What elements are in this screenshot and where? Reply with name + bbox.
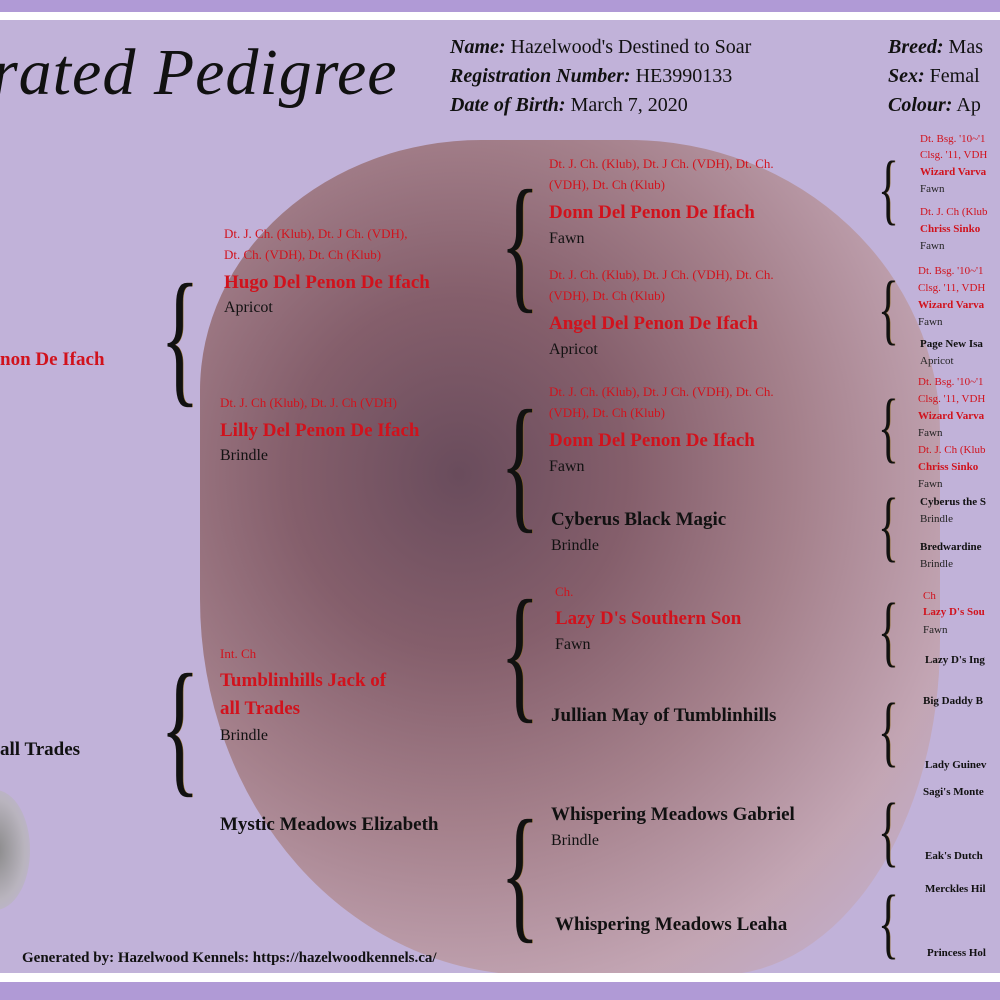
dog-titles: Dt. Ch. (VDH), Dt. Ch (Klub) [224, 247, 382, 262]
dog-name: Lazy D's Ing [925, 654, 985, 666]
dog-colour: Fawn [918, 316, 943, 328]
dog-colour: Fawn [555, 636, 591, 653]
brace-icon: { [878, 482, 899, 569]
dog-name: Cyberus the S [920, 496, 987, 508]
dog-name: Merckles Hil [925, 883, 986, 895]
registration-field: Registration Number: HE3990133 [450, 65, 733, 87]
bottom-band [0, 982, 1000, 1000]
brace-icon: { [500, 570, 540, 736]
dog-name: Wizard Varva [918, 299, 985, 311]
brace-icon: { [500, 380, 540, 546]
dog-name: Chriss Sinko [920, 223, 981, 235]
dog-name: Page New Isa [920, 338, 983, 350]
brace-icon: { [500, 790, 540, 956]
dog-titles: (VDH), Dt. Ch (Klub) [549, 288, 665, 303]
colour-field: Colour: Ap [888, 94, 981, 116]
dog-titles: Dt. J. Ch. (Klub), Dt. J Ch. (VDH), Dt. … [549, 156, 774, 171]
dog-colour: Brindle [920, 558, 953, 570]
dog-titles: Int. Ch [220, 646, 257, 661]
sire-name: non De Ifach [0, 349, 105, 370]
brace-icon: { [878, 587, 899, 674]
dog-name: Wizard Varva [918, 410, 985, 422]
dog-name: Princess Hol [927, 947, 986, 959]
dog-colour: Brindle [920, 513, 953, 525]
dog-name: Cyberus Black Magic [551, 509, 727, 530]
dog-colour: Fawn [549, 230, 585, 247]
dog-titles: Dt. J. Ch (Klub [920, 206, 988, 218]
top-band [0, 0, 1000, 12]
dog-name: all Trades [220, 698, 301, 719]
dog-titles: Dt. J. Ch. (Klub), Dt. J Ch. (VDH), [224, 226, 408, 241]
dog-colour: Brindle [551, 537, 599, 554]
dog-colour: Apricot [920, 355, 954, 367]
dog-colour: Fawn [918, 427, 943, 439]
dog-name: Whispering Meadows Leaha [555, 914, 788, 935]
page-title: rated Pedigree [0, 36, 398, 109]
brace-icon: { [500, 160, 540, 326]
dog-titles: Dt. Bsg. '10~'1 [918, 376, 984, 388]
dog-name: Eak's Dutch [925, 850, 983, 862]
brace-icon: { [878, 383, 899, 470]
dog-titles: Clsg. '11, VDH [918, 393, 986, 405]
dog-titles: Dt. J. Ch (Klub), Dt. J. Ch (VDH) [220, 395, 397, 410]
dog-name: Angel Del Penon De Ifach [549, 313, 758, 334]
dog-colour: Fawn [920, 240, 945, 252]
brace-icon: { [160, 254, 200, 420]
dog-name: Lilly Del Penon De Ifach [220, 420, 420, 441]
dog-name: Lazy D's Southern Son [555, 608, 742, 629]
dog-titles: Clsg. '11, VDH [918, 282, 986, 294]
brace-icon: { [878, 145, 899, 232]
dog-name: Donn Del Penon De Ifach [549, 430, 755, 451]
brace-icon: { [160, 644, 200, 810]
dog-name: Bredwardine [920, 541, 982, 553]
dog-titles: Clsg. '11, VDH [920, 149, 988, 161]
dog-colour: Brindle [220, 447, 268, 464]
top-border [0, 12, 1000, 20]
dog-name: Tumblinhills Jack of [220, 670, 387, 691]
breed-field: Breed: Mas [888, 36, 983, 58]
dog-colour: Fawn [918, 478, 943, 490]
dog-name: Hugo Del Penon De Ifach [224, 272, 430, 293]
dob-field: Date of Birth: March 7, 2020 [450, 94, 688, 116]
dog-name: Donn Del Penon De Ifach [549, 202, 755, 223]
dog-colour: Brindle [551, 832, 599, 849]
footer-credit: Generated by: Hazelwood Kennels: https:/… [22, 950, 437, 966]
dog-titles: Dt. J. Ch. (Klub), Dt. J Ch. (VDH), Dt. … [549, 267, 774, 282]
sex-field: Sex: Femal [888, 65, 980, 87]
dog-colour: Fawn [549, 458, 585, 475]
bottom-border [0, 973, 1000, 982]
dog-name: Lady Guinev [925, 759, 987, 771]
dog-name: Jullian May of Tumblinhills [551, 705, 777, 726]
dog-titles: Dt. J. Ch (Klub [918, 444, 986, 456]
dog-name: Whispering Meadows Gabriel [551, 804, 795, 825]
brace-icon: { [878, 265, 899, 352]
dog-titles: (VDH), Dt. Ch (Klub) [549, 177, 665, 192]
dog-name: Wizard Varva [920, 166, 987, 178]
dog-titles: Ch. [555, 584, 574, 599]
dog-name: Big Daddy B [923, 695, 983, 707]
dog-colour: Apricot [549, 341, 598, 358]
dog-name: Mystic Meadows Elizabeth [220, 814, 439, 835]
brace-icon: { [878, 687, 899, 774]
dam-name: all Trades [0, 739, 81, 760]
brace-icon: { [878, 787, 899, 874]
name-field: Name: Hazelwood's Destined to Soar [450, 36, 752, 58]
dog-photo [200, 140, 940, 975]
dog-colour: Apricot [224, 299, 273, 316]
dog-name: Lazy D's Sou [923, 606, 985, 618]
dog-titles: Dt. J. Ch. (Klub), Dt. J Ch. (VDH), Dt. … [549, 384, 774, 399]
dog-name: Chriss Sinko [918, 461, 979, 473]
dog-colour: Brindle [220, 727, 268, 744]
dog-photo-partial [0, 790, 30, 910]
dog-titles: Dt. Bsg. '10~'1 [918, 265, 984, 277]
dog-colour: Fawn [923, 624, 948, 636]
brace-icon: { [878, 879, 899, 966]
dog-colour: Fawn [920, 183, 945, 195]
dog-titles: (VDH), Dt. Ch (Klub) [549, 405, 665, 420]
dog-name: Sagi's Monte [923, 786, 984, 798]
dog-titles: Ch [923, 590, 936, 602]
dog-titles: Dt. Bsg. '10~'1 [920, 133, 986, 145]
